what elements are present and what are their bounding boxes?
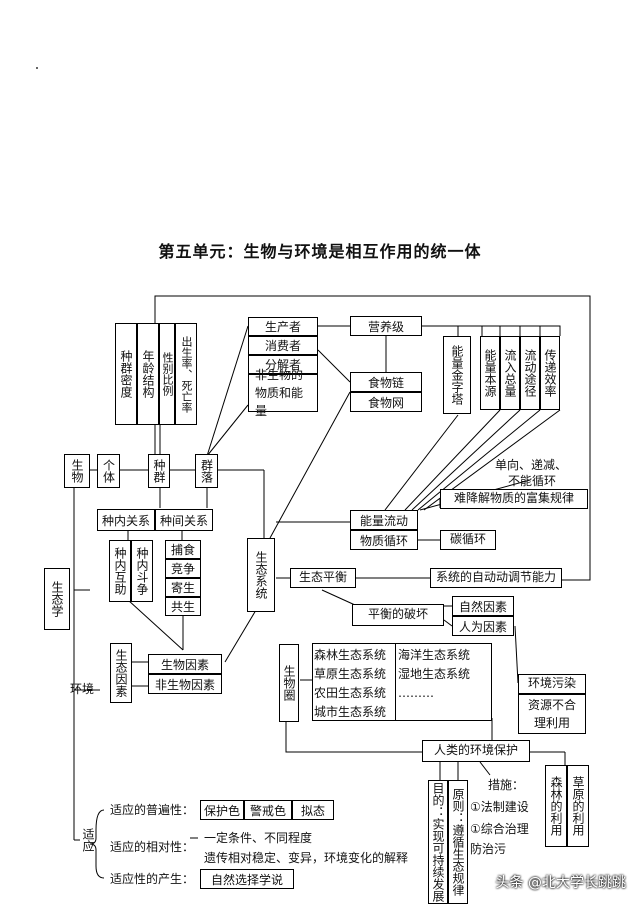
node-ziding-tiaojie: 系统的自动动调节能力 [430, 568, 562, 588]
node-shiying: 适应 [81, 828, 95, 852]
node-shengtaixitong: 生态系统 [247, 538, 275, 612]
text-bunengxunhuan: 不能循环 [508, 474, 557, 488]
node-tanxunhuan: 碳循环 [440, 530, 496, 550]
node-renwei-yinsu: 人为因素 [452, 616, 514, 636]
text-xiangdui1: 一定条件、不同程度 [204, 831, 313, 845]
text-cuoshi: 措施： [488, 778, 525, 792]
node-liuru-zongliang: 流入总量 [500, 336, 520, 410]
text-cuoshi3: 防治污 [470, 842, 507, 856]
node-mudi: 目的：实现可持续发展 [428, 780, 448, 904]
node-shengwuquan: 生物圈 [279, 644, 299, 722]
node-zhongjian: 种间关系 [155, 509, 213, 531]
text-sy-pubian: 适应的普遍性： [110, 803, 195, 817]
node-gongsheng: 共生 [165, 597, 201, 616]
node-yuanze: 原则：遵循生态规律 [448, 780, 468, 904]
node-zn-douzheng: 种内斗争 [131, 540, 153, 602]
node-jingzheng: 竞争 [165, 559, 201, 578]
ecosystem-list [312, 643, 492, 721]
node-yingyangji: 营养级 [350, 316, 422, 336]
list-divider [395, 644, 396, 720]
stray-dot [36, 67, 38, 69]
node-feishengwuyinsu: 非生物因素 [148, 674, 222, 694]
node-ziran-xuanze: 自然选择学说 [200, 869, 294, 889]
text-danxiang: 单向、递减、 [495, 458, 568, 472]
node-chuandi-xiaolv: 传递效率 [540, 336, 560, 410]
eco-nongtian: 农田生态系统 [314, 686, 387, 700]
node-geti: 个体 [97, 454, 120, 488]
page-title: 第五单元：生物与环境是相互作用的统一体 [158, 242, 482, 261]
node-shengtaipingheng: 生态平衡 [290, 568, 356, 588]
node-zq-age: 年龄结构 [137, 323, 159, 425]
text-sy-chansheng: 适应性的产生： [110, 872, 195, 886]
node-nitai: 拟态 [292, 800, 334, 820]
eco-haiyang: 海洋生态系统 [398, 648, 471, 662]
node-nengliang-benyuan: 能量本源 [480, 336, 500, 410]
node-huanjing: 环境 [70, 682, 95, 696]
node-wuzhixunhuan: 物质循环 [350, 530, 418, 550]
eco-shidi: 湿地生态系统 [398, 667, 471, 681]
node-renlei-baohu: 人类的环境保护 [422, 740, 530, 762]
node-huanjing-wuran: 环境污染 [518, 674, 586, 694]
node-bushi: 捕食 [165, 540, 201, 559]
node-nengliang-jinzita: 能量金字塔 [443, 336, 471, 414]
text-cuoshi1: ①法制建设 [470, 800, 529, 814]
node-baohuse: 保护色 [200, 800, 244, 820]
node-zq-sex: 性别比例 [159, 323, 175, 425]
node-shengwuyinsu: 生物因素 [148, 654, 222, 674]
eco-ellipsis: ……… [398, 686, 434, 700]
node-shiwulian: 食物链 [350, 372, 422, 392]
node-senlin-liyong: 森林的利用 [545, 765, 567, 847]
node-zn-huzhu: 种内互助 [109, 540, 131, 602]
node-xiaofeizhe: 消费者 [248, 336, 318, 355]
node-zq-birth: 出生率、死亡率 [175, 323, 197, 425]
node-pingheng-pohuai: 平衡的破坏 [352, 604, 444, 626]
node-shengchanzhe: 生产者 [248, 317, 318, 336]
node-jingjiese: 警戒色 [244, 800, 292, 820]
node-ziran-yinsu: 自然因素 [452, 596, 514, 616]
watermark: 头条 @北大学长跳跳 [495, 875, 626, 891]
node-zhongqun: 种群 [148, 454, 170, 488]
text-xiangdui2: 遗传相对稳定、变异，环境变化的解释 [204, 851, 409, 865]
node-zq-density: 种群密度 [115, 323, 137, 425]
node-shengtaiyinsu: 生态因素 [110, 643, 132, 703]
eco-senlin: 森林生态系统 [314, 648, 387, 662]
node-fenjiezhe: 分解者 [248, 355, 318, 374]
node-qunluo: 群落 [195, 454, 218, 488]
node-jisheng: 寄生 [165, 578, 201, 597]
text-cuoshi2: ①综合治理 [470, 822, 529, 836]
node-liudong-tujing: 流动途径 [520, 336, 540, 410]
eco-caoyuan: 草原生态系统 [314, 667, 387, 681]
node-shengtaixue: 生态学 [44, 568, 70, 630]
node-caoyuan-liyong: 草原的利用 [567, 765, 589, 847]
node-nanjieje: 难降解物质的富集规律 [440, 489, 588, 509]
node-shengwu: 生物 [64, 454, 90, 488]
eco-chengshi: 城市生态系统 [314, 705, 387, 719]
text-sy-xiangdui: 适应的相对性： [110, 840, 195, 854]
node-zhongnei: 种内关系 [97, 509, 155, 531]
node-nengliangliudong: 能量流动 [350, 510, 418, 530]
node-ziyuan-buheli: 资源不合理利用 [518, 694, 586, 734]
node-feishengwu-wz: 非生物的物质和能量 [248, 368, 318, 418]
node-shiwuwang: 食物网 [350, 392, 422, 412]
